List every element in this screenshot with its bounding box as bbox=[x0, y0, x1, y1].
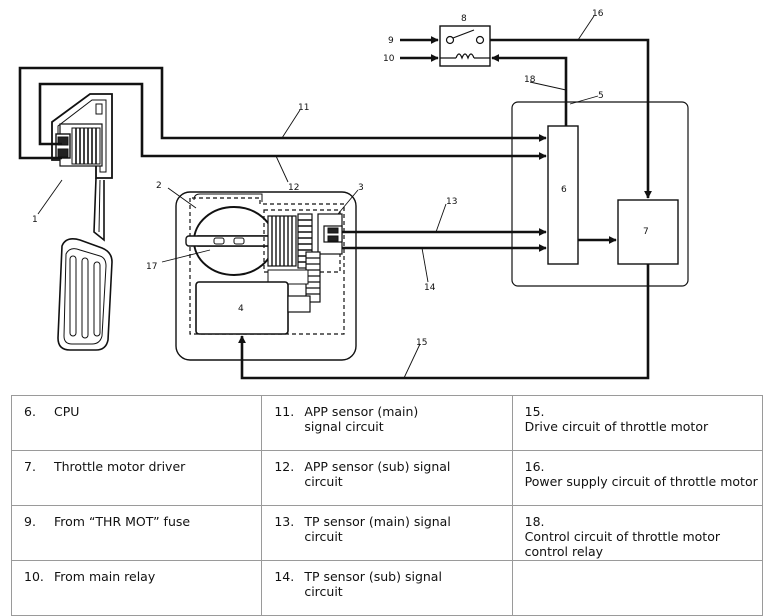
callout-1: 1 bbox=[32, 215, 38, 225]
legend-number: 9. bbox=[24, 514, 36, 529]
callout-8: 8 bbox=[461, 14, 467, 24]
legend-number: 10. bbox=[24, 569, 44, 584]
callout-2: 2 bbox=[156, 181, 162, 191]
callout-11: 11 bbox=[298, 103, 309, 113]
callout-9: 9 bbox=[388, 36, 394, 46]
legend-row: 6. CPU 11. APP sensor (main) signal circui… bbox=[10, 395, 764, 451]
legend-cell: 13. TP sensor (main) signal circuit bbox=[261, 505, 513, 561]
leader-lines bbox=[37, 15, 599, 379]
legend-text: From main relay bbox=[54, 569, 156, 584]
legend-text: Throttle motor driver bbox=[54, 459, 186, 474]
callout-3: 3 bbox=[358, 183, 364, 193]
callout-6: 6 bbox=[561, 185, 567, 195]
callout-4: 4 bbox=[238, 304, 244, 314]
callout-15: 15 bbox=[416, 338, 427, 348]
legend-number: 13. bbox=[274, 514, 295, 529]
throttle-control-diagram: 1 2 3 4 5 6 7 8 9 10 11 12 13 14 15 16 1… bbox=[18, 9, 689, 380]
legend-number: 7. bbox=[24, 459, 36, 474]
legend-text: TP sensor (sub) signal circuit bbox=[304, 569, 442, 599]
legend-row: 10. From main relay 14. TP sensor (sub) si… bbox=[10, 560, 764, 616]
legend-cell bbox=[511, 560, 764, 616]
throttle-body bbox=[175, 191, 357, 361]
legend-cell: 18.Control circuit of throttle motor con… bbox=[511, 505, 764, 561]
ecm-box bbox=[511, 101, 689, 287]
callout-17: 17 bbox=[146, 262, 157, 272]
legend-cell: 7. Throttle motor driver bbox=[10, 450, 263, 506]
legend-text: Control circuit of throttle motor contro… bbox=[524, 529, 720, 559]
legend-number: 12. bbox=[274, 459, 295, 474]
legend-text: From “THR MOT” fuse bbox=[54, 514, 191, 529]
callout-10: 10 bbox=[383, 54, 395, 64]
legend-row: 9. From “THR MOT” fuse 13. TP sensor (main… bbox=[10, 505, 764, 561]
legend-text: CPU bbox=[54, 404, 80, 419]
legend-row: 7. Throttle motor driver 12. APP sensor (s… bbox=[10, 450, 764, 506]
callout-18: 18 bbox=[524, 75, 536, 85]
legend-cell: 6. CPU bbox=[10, 395, 263, 451]
legend-number: 18. bbox=[524, 514, 545, 529]
legend-text: Power supply circuit of throttle motor bbox=[524, 474, 758, 489]
legend-number: 15. bbox=[524, 404, 545, 419]
legend-number: 6. bbox=[24, 404, 36, 419]
callout-13: 13 bbox=[446, 197, 457, 207]
callout-12: 12 bbox=[288, 183, 299, 193]
callout-5: 5 bbox=[598, 91, 604, 101]
wiring bbox=[18, 36, 652, 380]
legend-number: 11. bbox=[274, 404, 295, 419]
legend-number: 14. bbox=[274, 569, 295, 584]
callout-16: 16 bbox=[592, 9, 604, 19]
legend-table: 6. CPU 11. APP sensor (main) signal circui… bbox=[10, 395, 764, 616]
legend-text: TP sensor (main) signal circuit bbox=[304, 514, 451, 544]
callout-7: 7 bbox=[643, 227, 649, 237]
callout-14: 14 bbox=[424, 283, 436, 293]
legend-text: Drive circuit of throttle motor bbox=[524, 419, 709, 434]
legend-cell: 10. From main relay bbox=[10, 560, 263, 616]
throttle-motor-control-relay bbox=[439, 25, 491, 67]
legend-cell: 9. From “THR MOT” fuse bbox=[10, 505, 263, 561]
callout-labels: 1 2 3 4 5 6 7 8 9 10 11 12 13 14 15 16 1… bbox=[32, 9, 649, 348]
legend-cell: 11. APP sensor (main) signal circuit bbox=[261, 395, 513, 451]
legend-cell: 16.Power supply circuit of throttle moto… bbox=[511, 450, 764, 506]
legend-number: 16. bbox=[524, 459, 545, 474]
cpu-box bbox=[547, 125, 579, 265]
accelerator-pedal-assembly bbox=[51, 93, 113, 351]
legend-text: APP sensor (sub) signal circuit bbox=[304, 459, 451, 489]
motor-driver-box bbox=[617, 199, 679, 265]
legend-cell: 15.Drive circuit of throttle motor bbox=[511, 395, 764, 451]
legend-text: APP sensor (main) signal circuit bbox=[304, 404, 419, 434]
legend-cell: 14. TP sensor (sub) signal circuit bbox=[261, 560, 513, 616]
legend-cell: 12. APP sensor (sub) signal circuit bbox=[261, 450, 513, 506]
